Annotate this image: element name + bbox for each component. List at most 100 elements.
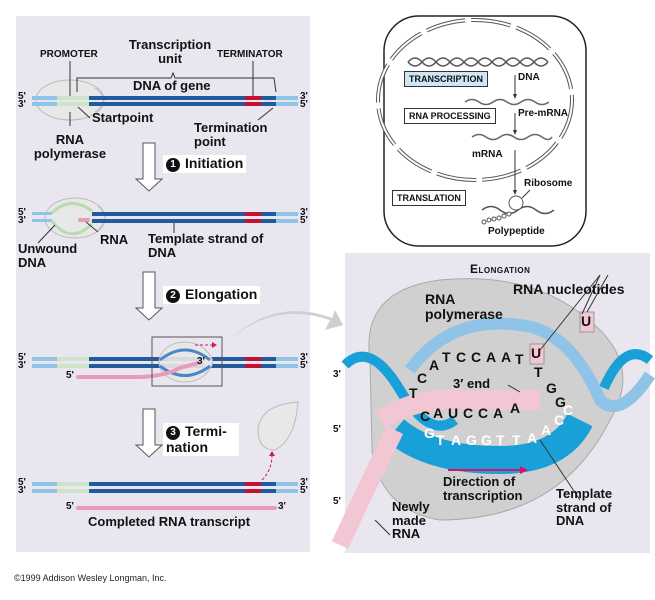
dna-base: A (429, 357, 440, 373)
dna-base: A (486, 349, 497, 365)
copyright-notice: ©1999 Addison Wesley Longman, Inc. (14, 573, 167, 583)
released-polymerase (257, 401, 299, 451)
rna-base: C (463, 405, 474, 421)
end-label: 5' (18, 207, 26, 218)
transcription-unit-bracket (76, 71, 277, 93)
dna-base: C (471, 349, 482, 365)
dna-base: T (442, 349, 451, 365)
step-number-icon: 1 (166, 158, 180, 172)
end-label: 5' (300, 215, 308, 226)
dna-base: A (501, 349, 512, 365)
rna-label: RNA (100, 232, 129, 247)
end-label: 3' (300, 477, 308, 488)
step-label: Elongation (185, 286, 258, 302)
rna-5prime-label: 5' (66, 501, 74, 512)
gene-dna (89, 96, 245, 100)
rna-processing-box: RNA PROCESSING (404, 108, 496, 124)
step-label: Initiation (185, 155, 244, 171)
dna-base: C (456, 349, 467, 365)
rna-fragment (78, 218, 90, 222)
mrna-strand (471, 133, 553, 141)
growing-rna (76, 361, 200, 379)
end-label: 5' (18, 352, 26, 363)
completed-rna-label: Completed RNA transcript (88, 514, 251, 529)
elongation-title: Elongation (470, 262, 531, 276)
dna-base: G (555, 394, 566, 410)
end-label: 5' (300, 360, 308, 371)
step-arrow-3 (134, 408, 164, 458)
stage-1-dna (32, 197, 298, 244)
template-base: A (527, 430, 538, 446)
dna-base: T (534, 364, 543, 380)
template-base: C (563, 402, 574, 418)
step-label: Termi-nation (166, 423, 227, 455)
end-label: 3' (300, 352, 308, 363)
end-label: 3' (18, 360, 26, 371)
zoom-arrow (224, 310, 343, 345)
zoom-box (151, 336, 223, 387)
end-label: 3' (300, 91, 308, 102)
step-arrow-1 (134, 142, 164, 192)
stage-2-dna (32, 336, 298, 387)
elongation-template-strand-label: Template strand of DNA (556, 486, 613, 529)
step-elongation: 2 Elongation (163, 286, 261, 304)
terminator-label: TERMINATOR (217, 49, 283, 60)
end-label: 5' (333, 496, 341, 507)
pre-mrna-strand (464, 98, 550, 106)
template-base: G (466, 432, 477, 448)
end-label: 5' (300, 99, 308, 110)
ribosome-label: Ribosome (524, 178, 573, 189)
step-initiation: 1 Initiation (163, 155, 247, 173)
template-base: G (481, 432, 492, 448)
transcription-unit-label: Transcription unit (128, 37, 212, 66)
end-label: 3' (18, 99, 26, 110)
template-base: T (496, 432, 505, 448)
step-number-icon: 3 (166, 426, 180, 440)
end-label: 3' (18, 485, 26, 496)
rna-base: U (448, 405, 459, 421)
end-label: 3' (18, 215, 26, 226)
rna-base: C (478, 405, 489, 421)
rna-base: C (420, 408, 431, 424)
end-label: 5' (333, 424, 341, 435)
elongation-rna-polymerase-label: RNA polymerase (425, 291, 503, 322)
dna-flank-left (32, 96, 57, 100)
template-base: T (436, 432, 445, 448)
overview-cell (376, 15, 587, 247)
pre-mrna-label: Pre-mRNA (518, 108, 569, 119)
promoter-region (57, 96, 89, 100)
dna-base: T (515, 351, 524, 367)
rna-3prime-label: 3' (197, 356, 205, 367)
stage-0-dna (32, 61, 298, 126)
end-label: 5' (18, 91, 26, 102)
dna-of-gene-label: DNA of gene (133, 78, 211, 93)
dna-base: G (546, 380, 557, 396)
unwound-strand-bottom (50, 220, 94, 236)
rna-5prime-label: 5' (66, 370, 74, 381)
template-base: A (541, 422, 552, 438)
step-arrow-2 (134, 271, 164, 321)
startpoint-label: Startpoint (92, 110, 154, 125)
dna-label: DNA (518, 72, 540, 83)
translation-box: TRANSLATION (392, 190, 466, 206)
step-number-icon: 2 (166, 289, 180, 303)
ribosome (508, 195, 524, 211)
template-base: A (451, 432, 462, 448)
promoter-label: PROMOTER (40, 49, 98, 60)
direction-label: Direction of transcription (443, 474, 523, 503)
unwound-strand-top (50, 202, 93, 215)
newly-made-rna-label: Newly made RNA (392, 499, 430, 542)
cell-outline (383, 15, 587, 247)
template-base: T (512, 432, 521, 448)
template-strand-label: Template strand of DNA (148, 231, 264, 260)
end-label: 3' (300, 207, 308, 218)
rna-3prime-label: 3' (278, 501, 286, 512)
rna-polymerase-label: RNA polymerase (33, 132, 107, 161)
free-nucleotide-base: U (581, 313, 592, 329)
termination-point-label: Termination point (194, 120, 268, 149)
rna-base: A (493, 405, 504, 421)
transcription-box: TRANSCRIPTION (404, 71, 488, 87)
rna-base: A (510, 400, 521, 416)
dna-base: T (409, 385, 418, 401)
